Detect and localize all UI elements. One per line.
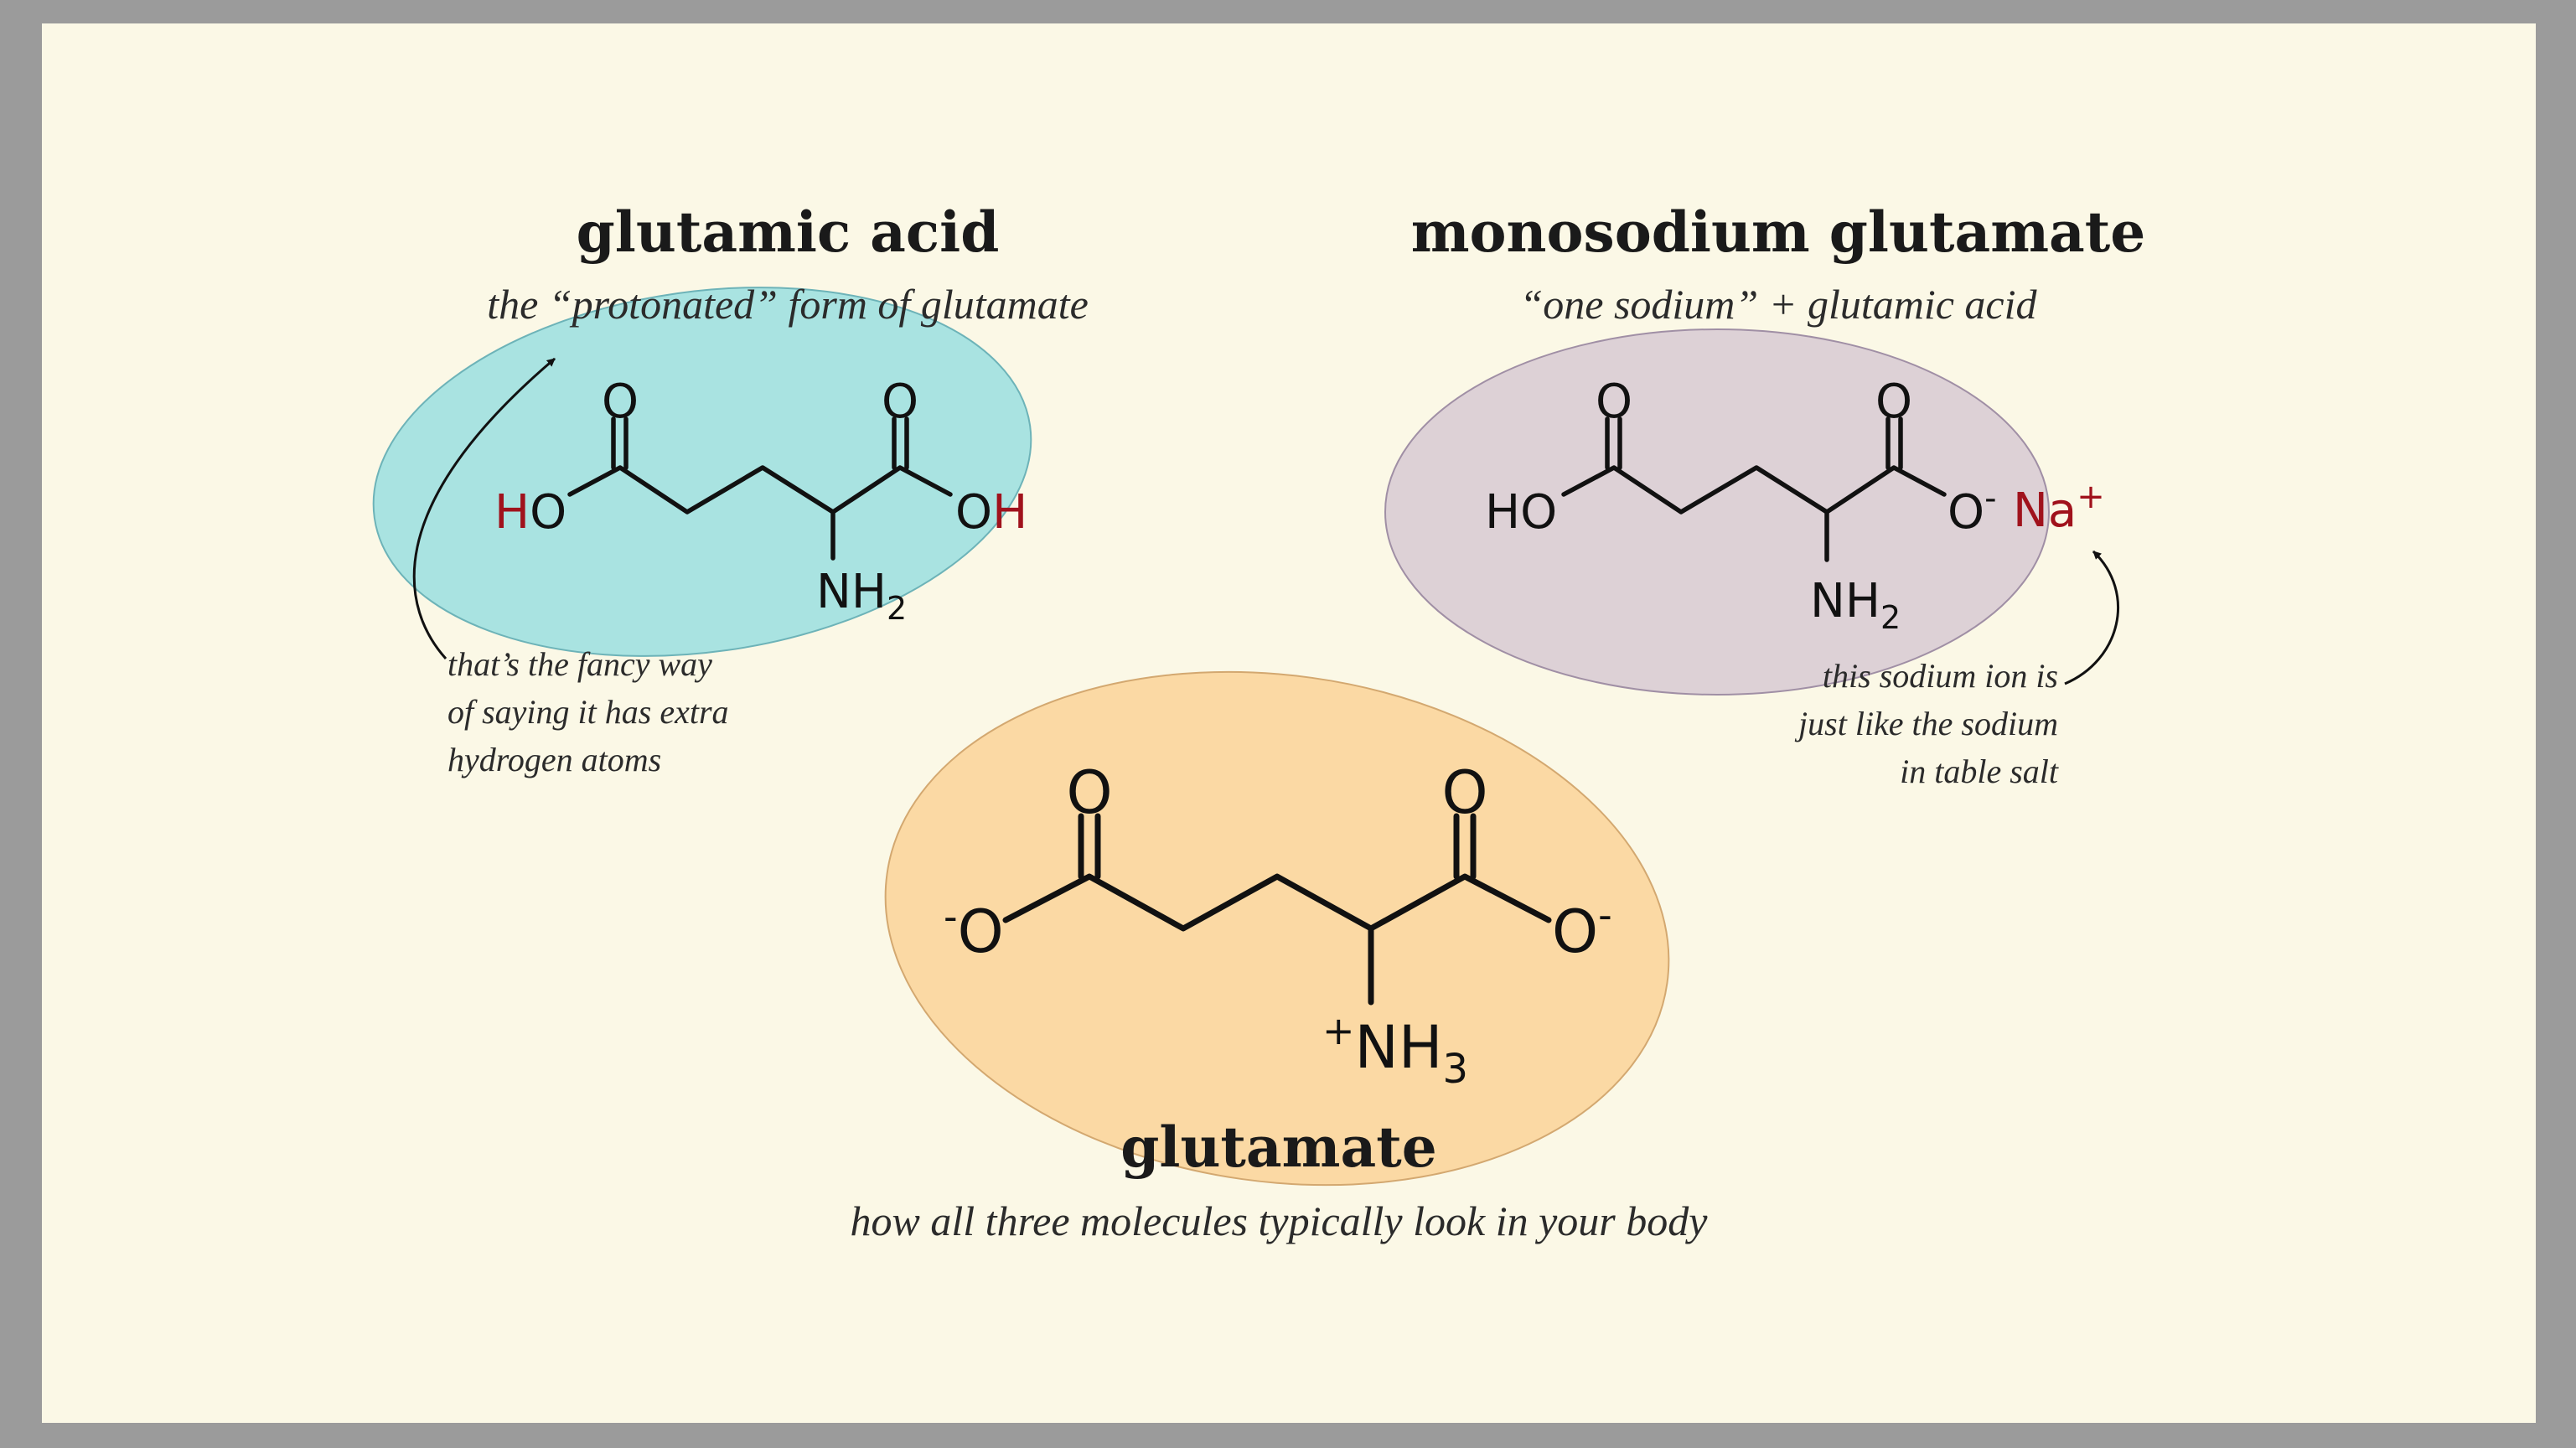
glutamate-ellipse bbox=[884, 670, 1670, 1187]
msg-amine: NH2 bbox=[1810, 574, 1901, 636]
ga-note-line-3: hydrogen atoms bbox=[447, 741, 661, 778]
canvas: glutamic acid the “protonated” form of g… bbox=[42, 23, 2536, 1423]
msg-note-arrow bbox=[2064, 550, 2119, 685]
msg-right-group: O- bbox=[1948, 479, 1997, 540]
ga-right-group: OH bbox=[955, 485, 1027, 540]
msg-note-line-2: just like the sodium bbox=[1794, 705, 2058, 742]
glutamate-subtitle: how all three molecules typically look i… bbox=[851, 1197, 1709, 1244]
glutamic-acid-title: glutamic acid bbox=[577, 199, 1000, 265]
ga-top-o-right: O bbox=[882, 375, 918, 429]
glu-top-o-left: O bbox=[1066, 758, 1112, 827]
glu-amine: +NH3 bbox=[1322, 1008, 1468, 1093]
msg-left-group: HO bbox=[1485, 485, 1557, 540]
msg-note-line-3: in table salt bbox=[1900, 752, 2059, 790]
msg-title: monosodium glutamate bbox=[1411, 199, 2146, 265]
glutamate-structure: O O -O O- +NH3 bbox=[944, 758, 1612, 1093]
glutamic-acid-ellipse bbox=[372, 287, 1032, 657]
glu-right-group: O- bbox=[1552, 892, 1612, 966]
msg-ellipse bbox=[1384, 328, 2050, 696]
ga-left-group: HO bbox=[494, 485, 566, 540]
msg-top-o-left: O bbox=[1596, 375, 1632, 429]
ga-note-line-1: that’s the fancy way bbox=[447, 645, 712, 683]
msg-subtitle: “one sodium” + glutamic acid bbox=[1519, 281, 2037, 328]
glutamic-acid-structure: O O HO OH NH2 bbox=[494, 375, 1027, 627]
ga-amine: NH2 bbox=[816, 565, 907, 627]
msg-top-o-right: O bbox=[1875, 375, 1912, 429]
diagram: glutamic acid the “protonated” form of g… bbox=[372, 199, 2146, 1244]
glutamic-acid-subtitle: the “protonated” form of glutamate bbox=[487, 281, 1089, 328]
msg-structure: O O HO O- Na+ NH2 bbox=[1485, 375, 2105, 636]
glu-top-o-right: O bbox=[1441, 758, 1487, 827]
glutamate-title: glutamate bbox=[1120, 1114, 1437, 1180]
glu-left-group: -O bbox=[944, 894, 1004, 966]
ga-note-arrow bbox=[412, 357, 556, 660]
ga-top-o-left: O bbox=[602, 375, 639, 429]
ga-note-line-2: of saying it has extra bbox=[447, 693, 729, 731]
msg-note-line-1: this sodium ion is bbox=[1823, 657, 2058, 695]
msg-sodium-ion: Na+ bbox=[2013, 478, 2105, 538]
